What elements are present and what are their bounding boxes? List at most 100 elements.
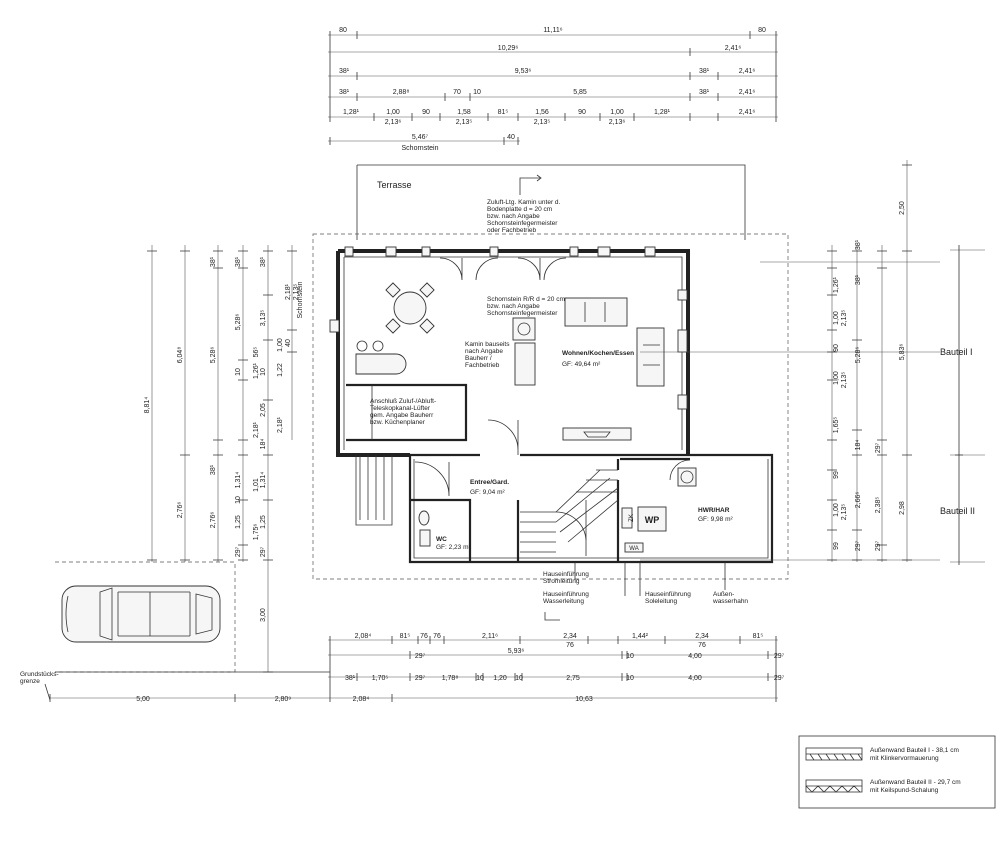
dim-bot-r1-d: 76 — [433, 633, 441, 640]
dim-left-c2-b: 2,76⁶ — [177, 502, 184, 519]
note-hausein1-1: Hauseinführung — [543, 571, 589, 578]
dim-right-c3-e: 2,38⁵ — [875, 497, 882, 514]
dim-right-c2-e: 29⁷ — [855, 540, 862, 551]
dim-left-c5-c: 10 — [260, 368, 267, 376]
note-schornstein-3: Schornsteinfegermeister — [487, 310, 558, 317]
room-entree-area: GF: 9,04 m² — [470, 489, 506, 496]
dim-top-r3-c: 38¹ — [699, 68, 710, 75]
note-anschluss-4: bzw. Küchenplaner — [370, 419, 426, 426]
dim-bot-r1-e: 2,11⁶ — [482, 633, 498, 640]
label-wa: WA — [629, 546, 638, 552]
dining-table — [393, 291, 427, 325]
dim-right-c3-f: 29⁷ — [875, 540, 882, 551]
legend-item2-line2: mit Keilspund-Schalung — [870, 787, 939, 794]
dim-left-c6-a: 1,26¹ — [253, 362, 260, 379]
legend-item2-line1: Außenwand Bauteil II - 29,7 cm — [870, 779, 961, 786]
note-kamin-1: Kamin bauseits — [465, 341, 510, 348]
dim-top-r5-c: 90 — [422, 109, 430, 116]
note-anschluss-3: gem. Angabe Bauherr — [370, 412, 434, 419]
dim-top-r1-c: 80 — [758, 27, 766, 34]
outline-dashed — [312, 233, 789, 580]
dim-left-c4-f: 1,25 — [235, 515, 242, 529]
note-zuluft-5: oder Fachbetrieb — [487, 227, 537, 234]
dim-left-c5-h: 29⁷ — [260, 546, 267, 557]
dim-chimney-side-a: 2,18¹ — [285, 283, 292, 300]
note-zuluft-2: Bodenplatte d = 20 cm — [487, 206, 552, 213]
house-walls — [336, 249, 774, 564]
dim-bot-r3-a: 38¹ — [345, 675, 356, 682]
dim-top-r4-d: 10 — [473, 89, 481, 96]
note-hausein1-2: Stromleitung — [543, 578, 580, 585]
dim-top-r2-b: 2,41⁶ — [725, 45, 742, 52]
label-chimney-side: Schornstein — [297, 281, 304, 318]
room-hwr-area: GF: 9,98 m² — [698, 516, 734, 523]
dim-right-c1-a: 38¹ — [855, 239, 862, 250]
dim-right-c3-b: 5,28⁶ — [855, 347, 862, 364]
dim-left-c4-c: 10 — [235, 368, 242, 376]
dim-right-c4-b: 5,83⁶ — [899, 344, 906, 361]
dim-right-c3-c: 29⁷ — [875, 442, 882, 453]
dim-top-r5-g: 90 — [578, 109, 586, 116]
dim-top-r4-b: 2,88⁸ — [393, 89, 410, 96]
dim-top-r2-a: 10,29⁶ — [498, 45, 519, 52]
house-connections: Hauseinführung Stromleitung Hauseinführu… — [543, 562, 748, 621]
dim-bot-r2-d: 4,00 — [688, 653, 702, 660]
note-kamin-2: nach Angabe — [465, 348, 503, 355]
bottom-dimension-chains: 2,08⁴ 81⁵ 76 76 2,11⁶ 2,34 76 1,44² 2,34… — [49, 633, 785, 703]
note-zuluft-4: Schornsteinfegermeister — [487, 220, 558, 227]
dim-left-c7-a: 1,00 — [277, 338, 284, 352]
dim-top-r3-d: 2,41⁶ — [739, 68, 756, 75]
note-anschluss-2: Teleskopkanal-Lüfter — [370, 405, 431, 412]
note-schornstein-1: Schornstein R/R d = 20 cm — [487, 296, 565, 303]
note-aussen-1: Außen- — [713, 591, 734, 598]
dim-left-c7-c: 2,18¹ — [277, 416, 284, 433]
dim-bot-r2-a: 29⁷ — [415, 653, 426, 660]
sofa — [564, 297, 628, 327]
dim-left-c5-a: 38¹ — [260, 256, 267, 267]
dim-top-r5-d: 1,58 — [457, 109, 471, 116]
dim-left-c2-a: 6,04⁸ — [177, 347, 184, 364]
dim-right-c2-c: 18⁴ — [855, 440, 862, 451]
sofa-side — [636, 327, 665, 387]
dim-top-r5-j: 2,41⁶ — [739, 109, 756, 116]
note-zuluft-3: bzw. nach Angabe — [487, 213, 540, 220]
dim-right-c1-d: 90 — [833, 344, 840, 352]
dim-left-c4-d: 1,31⁴ — [235, 472, 242, 489]
dim-top-r5-f: 1,56 — [535, 109, 549, 116]
legend-swatch-1 — [805, 747, 863, 761]
dim-left-c4-a: 38¹ — [235, 256, 242, 267]
dim-right-c1-i: 99 — [833, 542, 840, 550]
dim-top-r4-c: 70 — [453, 89, 461, 96]
dim-top-r5-i: 1,28¹ — [654, 109, 671, 116]
dim-chimney-side-b: 2,13⁵ — [293, 284, 300, 301]
dim-bot-r3-i: 10 — [626, 675, 634, 682]
dim-left-c3-d: 2,76⁶ — [210, 512, 217, 529]
legend-item1-line1: Außenwand Bauteil I - 38,1 cm — [870, 747, 959, 754]
dim-left-c5-b: 3,13⁵ — [260, 310, 267, 327]
dim-bot-r3-j: 4,00 — [688, 675, 702, 682]
dim-bot-r1-b: 81⁵ — [400, 633, 411, 640]
note-grund-2: grenze — [20, 678, 40, 685]
dim-bot-r1-c: 76 — [420, 633, 428, 640]
dim-bot-r1-i: 2,34 — [695, 633, 709, 640]
right-dimension-chains: 38¹ 1,26¹ 1,00 90 1,00 1,65⁵ 99 1,00 99 … — [640, 160, 985, 565]
dim-right-c1-g: 99 — [833, 471, 840, 479]
dim-left-c5-d: 2,05 — [260, 403, 267, 417]
kitchen-block — [514, 342, 536, 386]
room-labels: Wohnen/Kochen/Essen GF: 49,64 m² Entree/… — [370, 296, 734, 551]
dim-bot-r2-b: 5,93⁶ — [508, 648, 525, 655]
note-aussen-2: wasserhahn — [712, 598, 748, 605]
dim-bot-r3-e: 10 — [476, 675, 484, 682]
top-dimension-chains: 80 11,11⁶ 80 10,29⁶ 2,41⁶ 38¹ 9,53⁶ 38¹ … — [328, 27, 778, 152]
room-terrasse-label: Terrasse — [377, 180, 412, 190]
dim-bot-r2-c: 10 — [626, 653, 634, 660]
note-kamin-3: Bauherr / — [465, 355, 492, 362]
label-zk: ZK — [629, 514, 635, 522]
dim-top-r4-f: 38¹ — [699, 89, 710, 96]
carport: Grundstücks- grenze — [20, 561, 330, 701]
dim-bot-r3-h: 2,75 — [566, 675, 580, 682]
dim-bot-r4-d: 10,63 — [575, 696, 593, 703]
note-hausein3-2: Soleleitung — [645, 598, 678, 605]
dim-left-c6-b: 56⁵ — [253, 347, 260, 358]
